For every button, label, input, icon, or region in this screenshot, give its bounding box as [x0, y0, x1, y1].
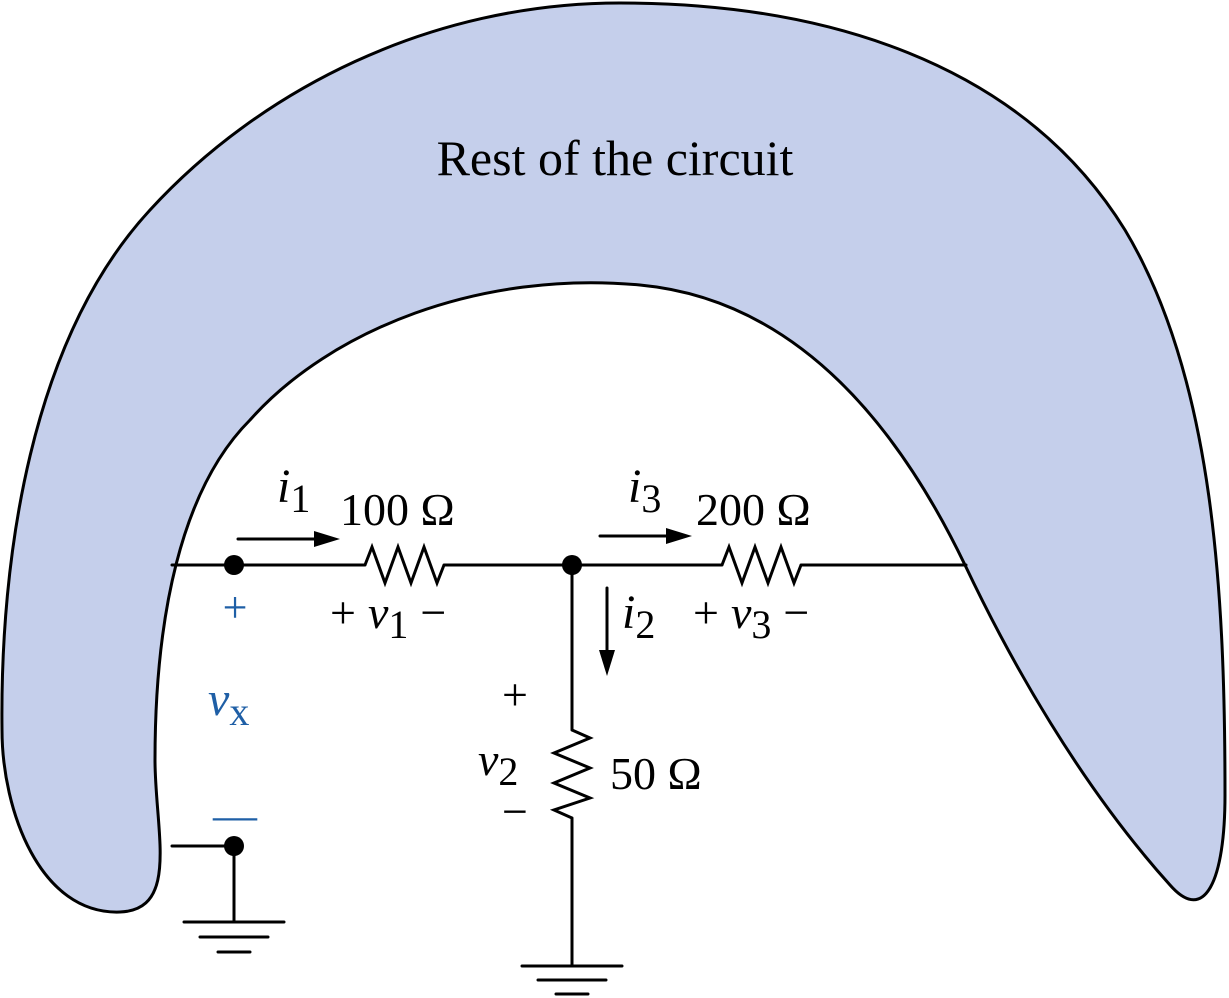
label-v2: v2	[478, 734, 518, 794]
junction-dot	[562, 555, 582, 575]
ground-symbol-right	[520, 964, 624, 996]
label-100-ohm: 100 Ω	[340, 484, 455, 535]
label-v1: +v1−	[330, 587, 446, 647]
label-i3: i3	[628, 460, 661, 521]
arrow-i1	[236, 531, 340, 547]
region-label: Rest of the circuit	[437, 130, 794, 186]
terminal-dot-top	[224, 555, 244, 575]
resistor-200	[720, 542, 803, 588]
arrow-i3	[598, 528, 692, 544]
label-vx-plus: +	[223, 583, 248, 632]
label-vx: vx	[208, 673, 249, 734]
resistor-50	[549, 728, 595, 820]
ground-symbol-left	[182, 920, 286, 954]
resistor-100	[363, 542, 446, 588]
label-200-ohm: 200 Ω	[696, 484, 811, 535]
label-v3: +v3−	[693, 587, 809, 647]
label-v2-plus: +	[502, 669, 528, 720]
label-vx-minus: —	[212, 791, 258, 840]
rest-of-circuit-region	[0, 1, 1227, 914]
label-i2: i2	[622, 586, 655, 647]
terminal-dot-bottom	[224, 836, 244, 856]
label-i1: i1	[277, 460, 310, 521]
arrow-i2	[599, 586, 615, 676]
label-50-ohm: 50 Ω	[610, 748, 702, 799]
label-v2-minus: −	[502, 786, 528, 837]
